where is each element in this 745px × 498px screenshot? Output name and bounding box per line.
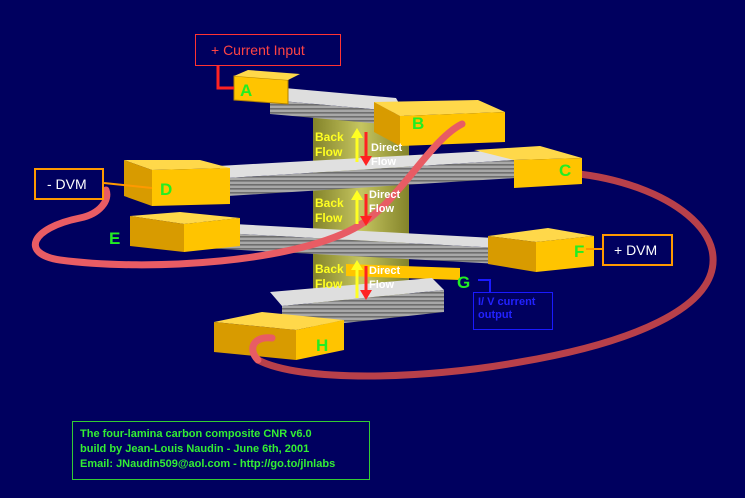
direct-flow-label-2: Direct Flow (369, 189, 401, 215)
terminal-label-g: G (457, 273, 471, 292)
terminal-label-b: B (412, 114, 425, 133)
terminal-label-c: C (559, 161, 572, 180)
wire-c-to-h (254, 168, 717, 380)
wire-h-end (249, 334, 276, 364)
terminal-label-e: E (109, 229, 121, 248)
current-output-box: I/ V current output (473, 292, 553, 330)
minus-dvm-box: - DVM (34, 168, 104, 200)
direct-flow-label-3: Direct Flow (369, 265, 401, 291)
credits-box: The four-lamina carbon composite CNR v6.… (72, 421, 370, 480)
down-arrow-icon (360, 266, 372, 300)
wire-b-to-d (32, 120, 466, 269)
back-flow-label-1: Back Flow (315, 130, 344, 159)
credits-title: The four-lamina carbon composite CNR v6.… (80, 428, 312, 440)
direct-flow-label-1: Direct Flow (371, 142, 403, 168)
terminal-label-d: D (160, 180, 173, 199)
input-lead (216, 66, 234, 90)
down-arrow-icon (360, 132, 372, 166)
terminal-label-a: A (240, 81, 253, 100)
terminal-label-f: F (574, 242, 585, 261)
back-flow-label-2: Back Flow (315, 196, 344, 225)
output-lead (478, 279, 491, 292)
up-arrow-icon (351, 190, 363, 224)
back-flow-label-3: Back Flow (315, 262, 344, 291)
credits-contact: Email: JNaudin509@aol.com - http://go.to… (80, 458, 336, 470)
plus-dvm-box: + DVM (602, 234, 673, 266)
up-arrow-icon (351, 260, 363, 298)
down-arrow-icon (360, 194, 372, 226)
minus-dvm-lead (103, 182, 153, 189)
current-input-box: + Current Input (195, 34, 341, 66)
credits-author: build by Jean-Louis Naudin - June 6th, 2… (80, 443, 310, 455)
terminal-label-h: H (316, 336, 329, 355)
up-arrow-icon (351, 128, 363, 162)
